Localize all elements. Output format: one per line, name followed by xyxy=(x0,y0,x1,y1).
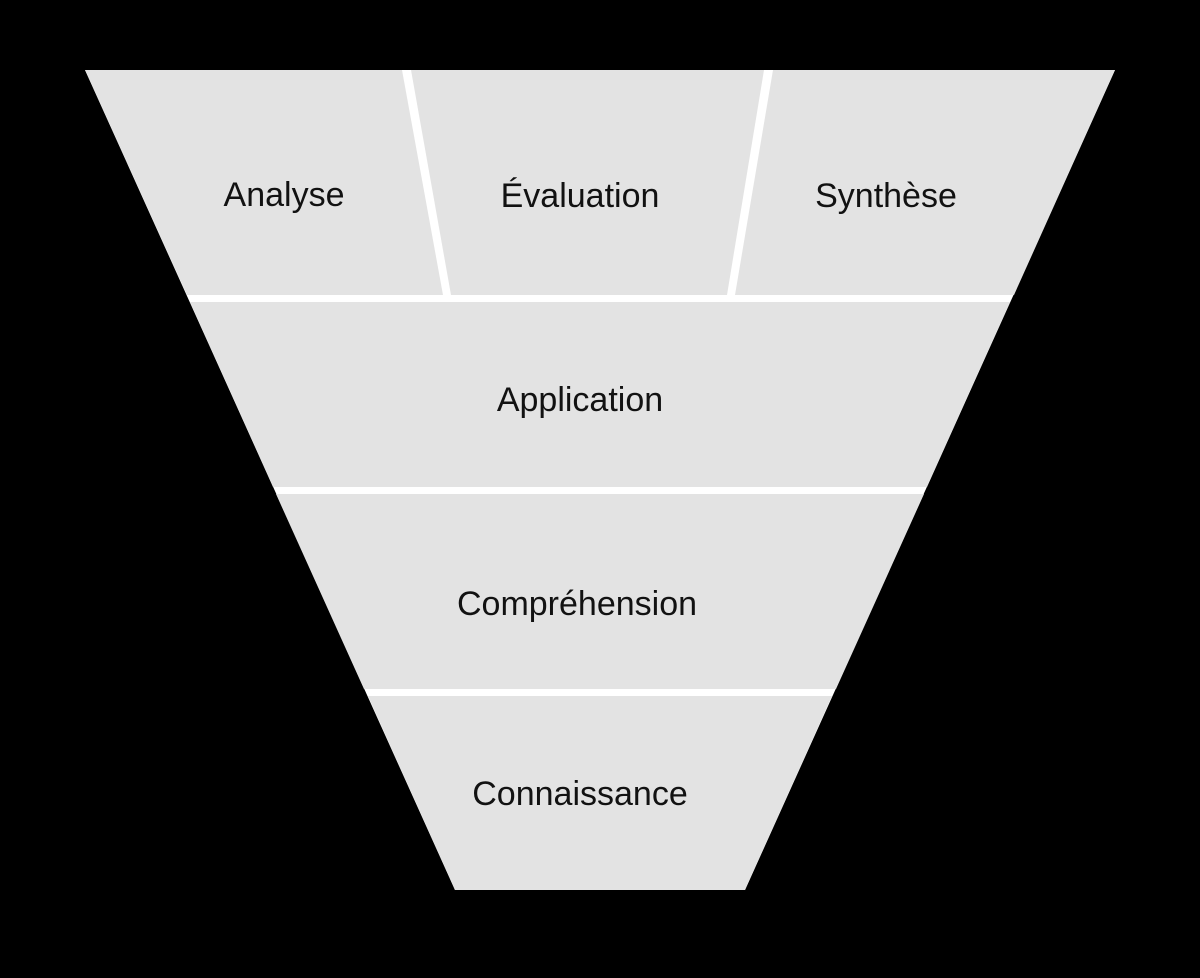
label-analyse: Analyse xyxy=(224,176,345,214)
label-evaluation: Évaluation xyxy=(501,177,660,215)
segment-connaissance xyxy=(368,696,832,890)
label-application: Application xyxy=(497,381,663,419)
segment-evaluation xyxy=(411,70,764,295)
label-synthese: Synthèse xyxy=(815,177,957,215)
segment-synthese xyxy=(735,70,1115,295)
label-connaissance: Connaissance xyxy=(472,775,687,813)
segment-application xyxy=(190,302,1010,487)
segment-comprehension xyxy=(276,494,924,689)
segment-analyse xyxy=(85,70,443,295)
label-comprehension: Compréhension xyxy=(457,585,697,623)
